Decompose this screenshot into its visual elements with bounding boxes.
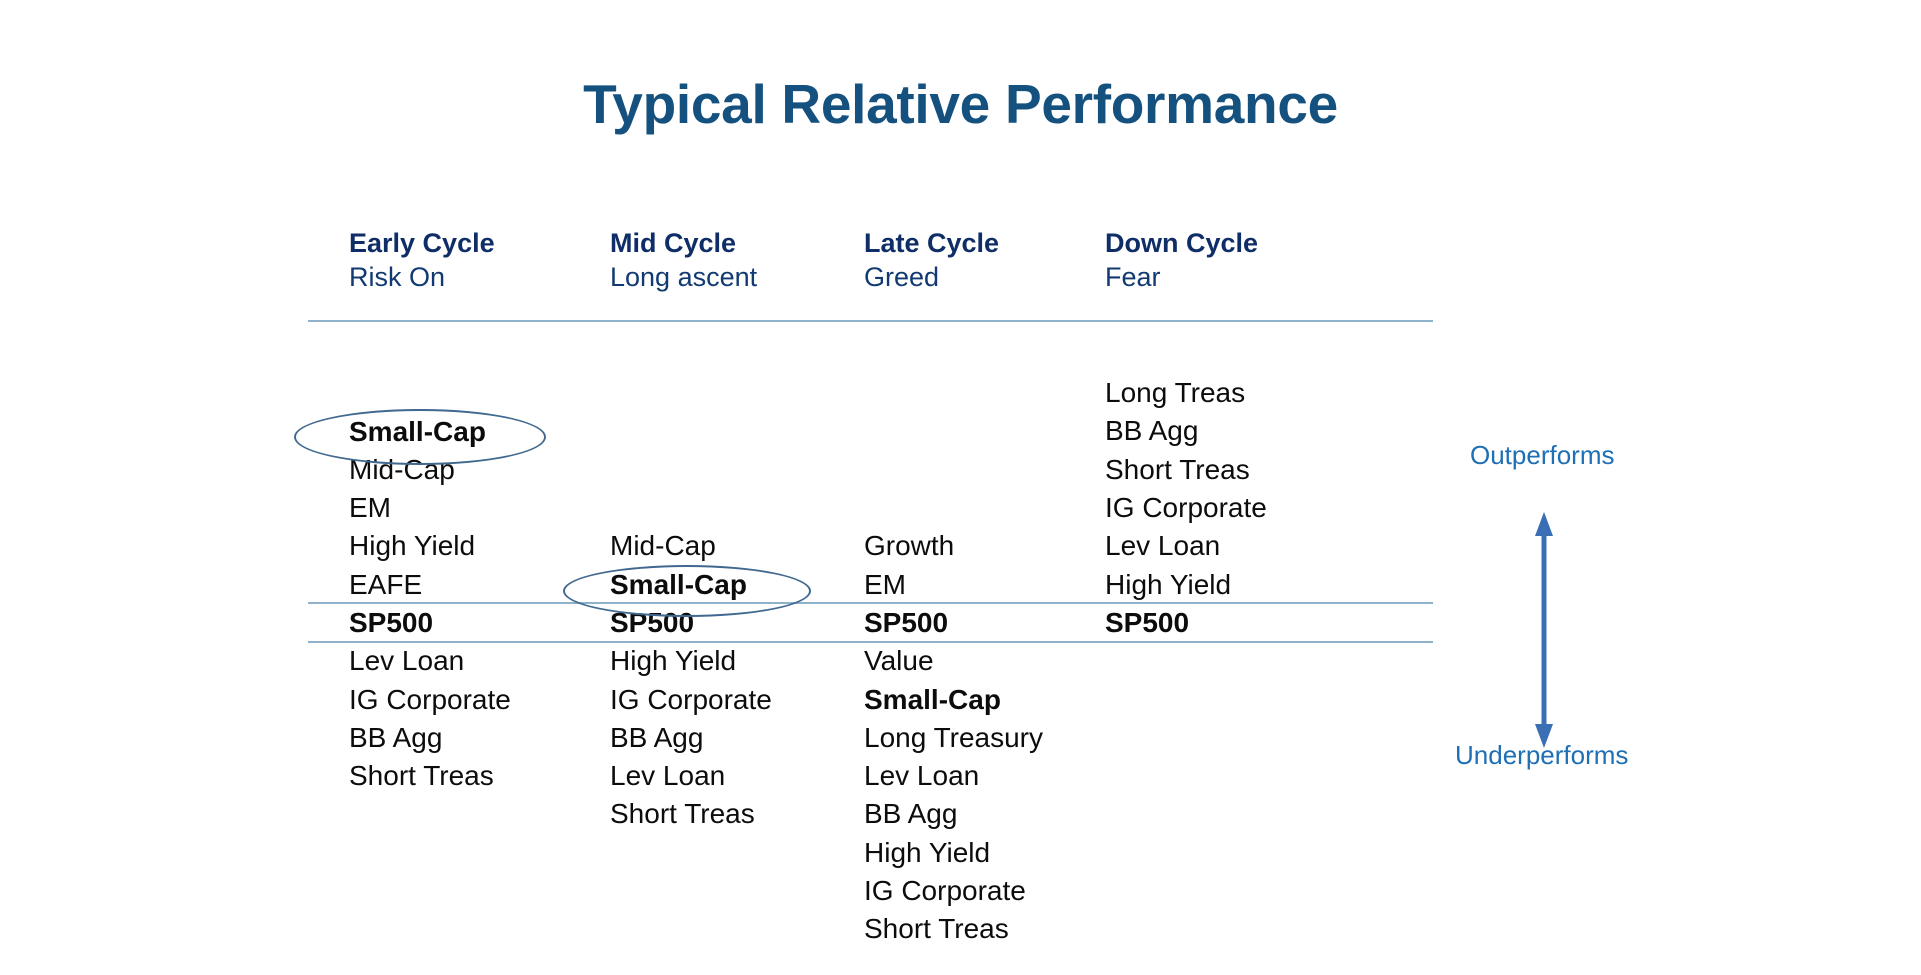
column-title: Down Cycle xyxy=(1105,228,1259,258)
asset-item-outperform: Growth xyxy=(864,530,955,562)
asset-item-underperform: IG Corporate xyxy=(610,683,772,715)
column-subtitle: Long ascent xyxy=(610,261,758,292)
asset-item-underperform: IG Corporate xyxy=(864,875,1026,907)
asset-item-underperform: Lev Loan xyxy=(349,645,465,677)
asset-item-underperform: Short Treas xyxy=(864,913,1009,945)
column-title: Early Cycle xyxy=(349,228,495,258)
column-subtitle: Greed xyxy=(864,261,940,292)
asset-item-outperform: Lev Loan xyxy=(1105,530,1221,562)
asset-item-outperform: High Yield xyxy=(349,530,476,562)
asset-item-benchmark: SP500 xyxy=(864,606,949,638)
column-title: Late Cycle xyxy=(864,228,1000,258)
asset-item-outperform: BB Agg xyxy=(1105,415,1199,447)
column-subtitle: Fear xyxy=(1105,261,1161,292)
performance-legend: Outperforms Underperforms xyxy=(1455,440,1775,800)
asset-item-benchmark: SP500 xyxy=(1105,606,1190,638)
asset-item-underperform: BB Agg xyxy=(349,721,443,753)
asset-item-outperform: Small-Cap xyxy=(349,415,486,447)
asset-item-outperform: Mid-Cap xyxy=(610,530,716,562)
asset-item-underperform: IG Corporate xyxy=(349,683,511,715)
column-header-mid-cycle: Mid Cycle Long ascent xyxy=(610,228,870,294)
asset-item-underperform: Lev Loan xyxy=(610,760,726,792)
column-subtitle: Risk On xyxy=(349,261,446,292)
legend-underperforms-label: Underperforms xyxy=(1455,740,1629,770)
asset-item-underperform: Small-Cap xyxy=(864,683,1001,715)
asset-item-outperform: Small-Cap xyxy=(610,568,747,600)
asset-item-underperform: BB Agg xyxy=(864,798,958,830)
page-title: Typical Relative Performance xyxy=(583,73,1338,135)
column-header-down-cycle: Down Cycle Fear xyxy=(1105,228,1365,294)
asset-item-outperform: IG Corporate xyxy=(1105,492,1267,524)
asset-item-benchmark: SP500 xyxy=(349,606,434,638)
asset-item-outperform: High Yield xyxy=(1105,568,1232,600)
asset-item-outperform: Long Treas xyxy=(1105,377,1246,409)
asset-item-outperform: Short Treas xyxy=(1105,453,1250,485)
asset-item-outperform: EM xyxy=(864,568,906,600)
asset-item-underperform: Lev Loan xyxy=(864,760,980,792)
benchmark-divider-top xyxy=(308,602,1433,604)
asset-item-outperform: Mid-Cap xyxy=(349,453,455,485)
asset-item-underperform: BB Agg xyxy=(610,721,704,753)
asset-item-benchmark: SP500 xyxy=(610,606,695,638)
column-header-late-cycle: Late Cycle Greed xyxy=(864,228,1124,294)
asset-item-underperform: Value xyxy=(864,645,934,677)
header-divider-line xyxy=(308,320,1433,322)
asset-item-outperform: EM xyxy=(349,492,391,524)
legend-outperforms-label: Outperforms xyxy=(1470,440,1615,470)
asset-item-outperform: EAFE xyxy=(349,568,423,600)
benchmark-divider-bottom xyxy=(308,641,1433,643)
asset-item-underperform: Short Treas xyxy=(610,798,755,830)
asset-item-underperform: Short Treas xyxy=(349,760,494,792)
asset-item-underperform: High Yield xyxy=(864,836,991,868)
column-title: Mid Cycle xyxy=(610,228,737,258)
asset-item-underperform: High Yield xyxy=(610,645,737,677)
asset-item-underperform: Long Treasury xyxy=(864,721,1043,753)
column-header-early-cycle: Early Cycle Risk On xyxy=(349,228,609,294)
double-headed-vertical-arrow-icon xyxy=(1535,512,1553,748)
